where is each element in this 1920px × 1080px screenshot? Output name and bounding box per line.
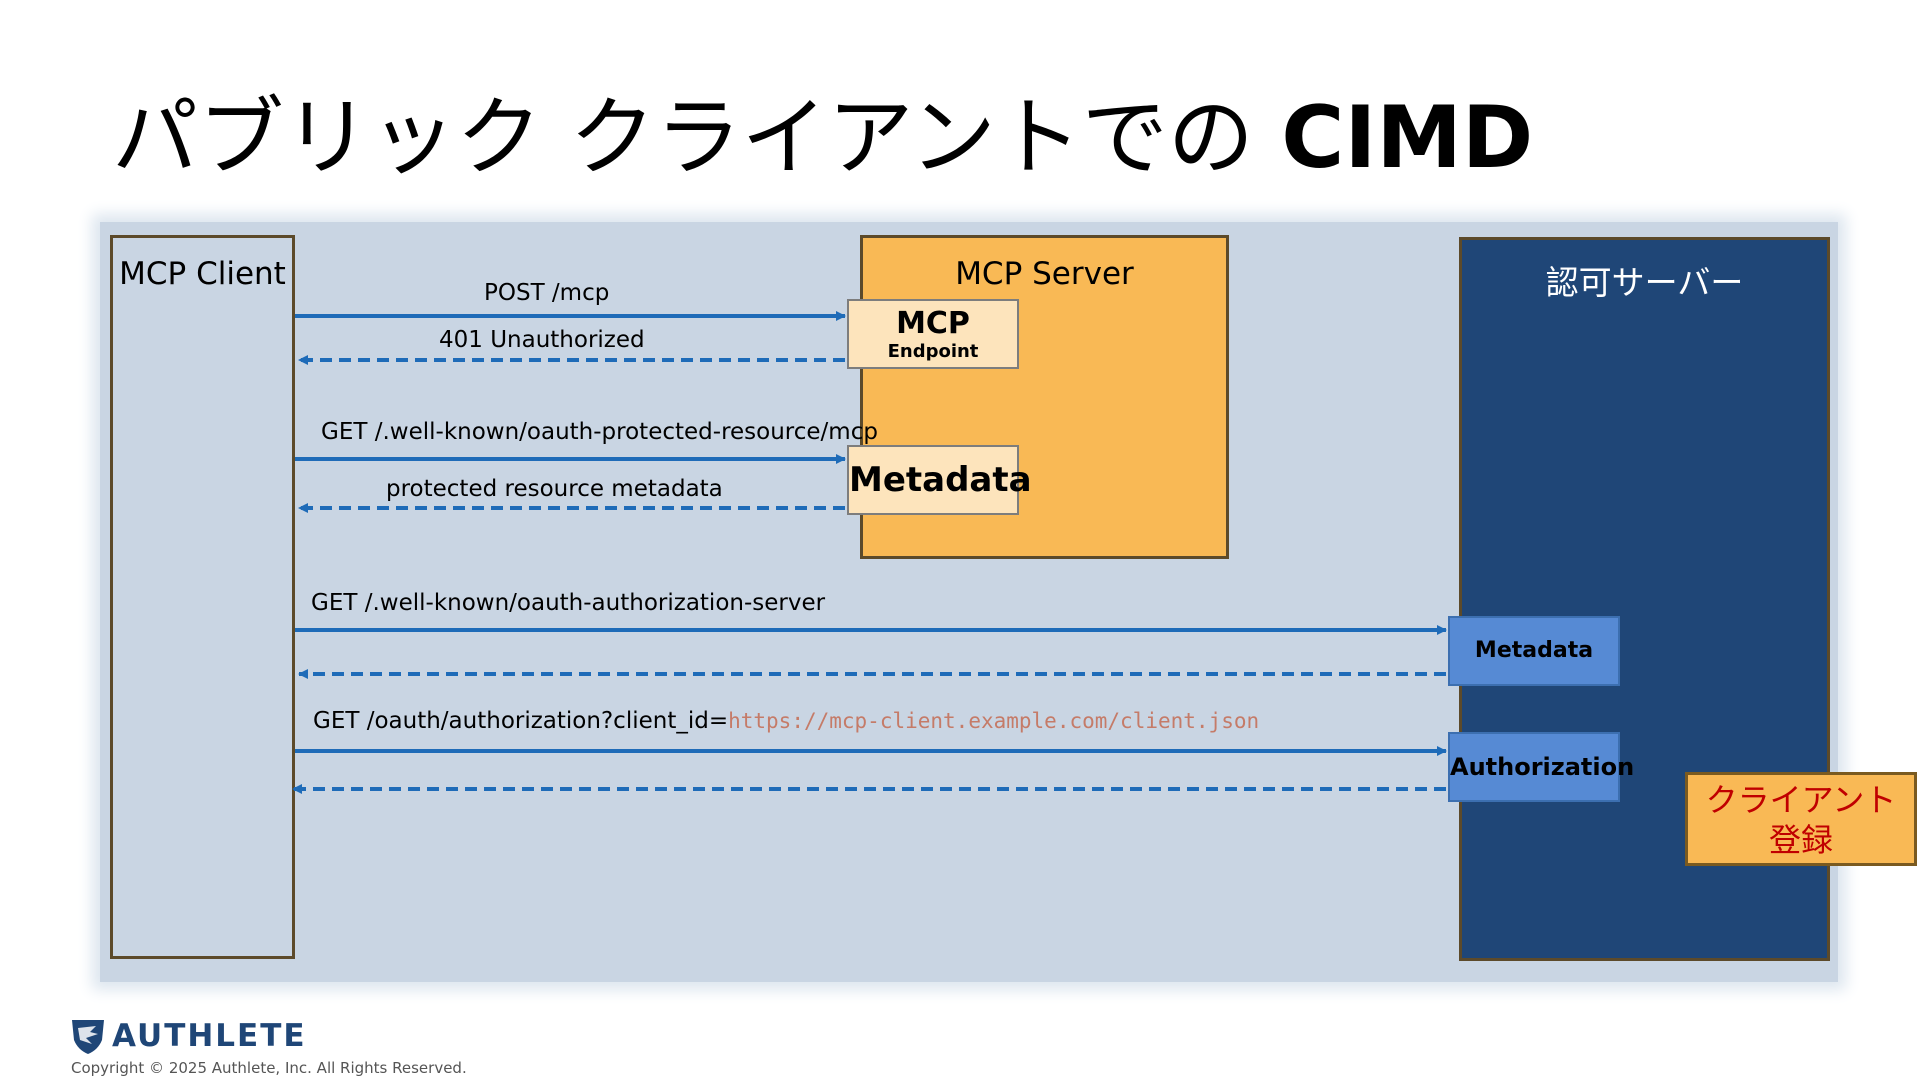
- protected-resource-metadata-component: Metadata: [847, 445, 1032, 515]
- mcp-endpoint-subtitle: Endpoint: [887, 341, 979, 362]
- copyright-text: Copyright © 2025 Authlete, Inc. All Righ…: [71, 1059, 467, 1077]
- label-get-authorization: GET /oauth/authorization?client_id=https…: [313, 708, 1259, 734]
- authorization-server-metadata-component: Metadata: [1448, 616, 1620, 686]
- page-title: パブリック クライアントでの CIMD: [112, 88, 1533, 188]
- client-registration-line-1: クライアント: [1705, 781, 1897, 819]
- mcp-client-label: MCP Client: [119, 256, 286, 292]
- mcp-endpoint-component: MCP Endpoint: [847, 299, 1019, 369]
- mcp-server-label: MCP Server: [955, 256, 1134, 292]
- mcp-client-box: MCP Client: [110, 235, 295, 959]
- title-bold: CIMD: [1281, 88, 1534, 188]
- label-prm-response: protected resource metadata: [386, 476, 723, 502]
- label-get-prm: GET /.well-known/oauth-protected-resourc…: [321, 419, 878, 445]
- mcp-endpoint-title: MCP: [896, 306, 970, 341]
- client-registration-callout: クライアント 登録: [1685, 772, 1917, 866]
- authorization-endpoint-component: Authorization: [1448, 732, 1634, 802]
- client-registration-line-2: 登録: [1768, 821, 1833, 859]
- label-get-as-metadata: GET /.well-known/oauth-authorization-ser…: [311, 590, 826, 616]
- label-post-mcp: POST /mcp: [484, 280, 610, 306]
- label-get-authorization-path: GET /oauth/authorization?client_id=: [313, 708, 729, 734]
- authorization-server-label: 認可サーバー: [1545, 263, 1744, 302]
- label-401-unauthorized: 401 Unauthorized: [439, 327, 645, 353]
- label-client-id-url: https://mcp-client.example.com/client.js…: [728, 709, 1260, 733]
- authlete-logo: AUTHLETE: [68, 1016, 308, 1056]
- shield-icon: [72, 1020, 104, 1054]
- title-prefix: パブリック クライアントでの: [112, 88, 1282, 188]
- mcp-server-box: MCP Server: [860, 235, 1229, 559]
- logo-text: AUTHLETE: [112, 1018, 307, 1054]
